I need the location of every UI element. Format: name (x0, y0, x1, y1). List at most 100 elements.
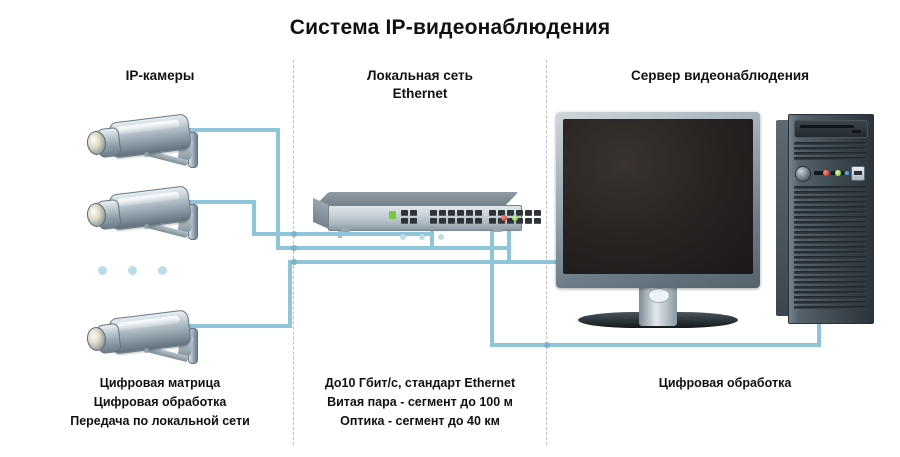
switch-port-bank-3 (489, 210, 541, 224)
caption-network: До10 Гбит/с, стандарт Ethernet Витая пар… (292, 374, 548, 431)
vent-slat (794, 152, 866, 155)
optical-drive-icon[interactable] (794, 120, 868, 138)
cable-junction-3 (291, 259, 297, 265)
power-button-icon[interactable] (795, 166, 811, 182)
cable-camera1-horizontal (176, 128, 280, 132)
usb-port-icon[interactable] (851, 166, 865, 181)
vent-slat (794, 236, 866, 239)
caption-network-line3: Оптика - сегмент до 40 км (340, 414, 500, 428)
cable-camera2-horizontal (176, 200, 256, 204)
vent-slat (794, 221, 866, 224)
switch-foot-left (341, 228, 350, 232)
ip-camera-2[interactable] (84, 184, 209, 256)
camera-pivot (144, 348, 149, 353)
switch-port[interactable] (439, 218, 446, 224)
switch-port[interactable] (498, 218, 505, 224)
vent-slat (794, 142, 866, 145)
switch-port[interactable] (475, 218, 482, 224)
caption-cameras-line3: Передача по локальной сети (70, 414, 250, 428)
switch-port[interactable] (448, 210, 455, 216)
switch-port[interactable] (516, 210, 523, 216)
cable-switch-port-a (338, 228, 342, 238)
cable-switch-to-server-down (490, 228, 494, 347)
switch-front-panel (328, 205, 541, 231)
column-heading-network: Локальная сеть Ethernet (300, 67, 540, 103)
switch-port-group (489, 210, 541, 224)
switch-port[interactable] (475, 210, 482, 216)
ethernet-switch[interactable] (313, 192, 541, 234)
ellipsis-dot-3 (158, 266, 167, 275)
switch-port[interactable] (430, 210, 437, 216)
cable-server-uplink (817, 318, 821, 346)
switch-port[interactable] (466, 210, 473, 216)
server-monitor[interactable] (556, 112, 760, 328)
cable-junction-1 (291, 231, 297, 237)
switch-port-group (430, 210, 482, 224)
switch-port[interactable] (401, 218, 408, 224)
switch-led-green (512, 215, 518, 221)
optical-drive-eject-button[interactable] (852, 130, 861, 133)
cable-junction-4 (544, 342, 550, 348)
vent-slat (794, 216, 866, 219)
tower-vents-upper (794, 142, 866, 160)
switch-ellipsis-dot-2 (419, 234, 425, 240)
ip-camera-3[interactable] (84, 308, 209, 380)
switch-port[interactable] (430, 218, 437, 224)
switch-port[interactable] (439, 210, 446, 216)
vent-slat (794, 271, 866, 274)
camera-ellipsis (98, 266, 188, 278)
switch-port[interactable] (525, 218, 532, 224)
switch-port[interactable] (457, 218, 464, 224)
switch-port[interactable] (466, 218, 473, 224)
tower-led-red (823, 170, 829, 176)
vent-slat (794, 261, 866, 264)
switch-port-ellipsis (400, 234, 450, 244)
switch-port[interactable] (534, 210, 541, 216)
cable-camera1-to-switch (276, 246, 511, 250)
vent-slat (794, 196, 866, 199)
switch-status-badge (389, 211, 396, 219)
switch-port[interactable] (507, 210, 514, 216)
switch-port[interactable] (525, 210, 532, 216)
switch-port-column (448, 210, 455, 224)
switch-port-column (534, 210, 541, 224)
server-tower[interactable] (776, 114, 874, 324)
switch-port-column (401, 210, 408, 224)
tower-vents-lower (794, 186, 866, 309)
switch-port-column (466, 210, 473, 224)
vent-slat (794, 211, 866, 214)
switch-port[interactable] (448, 218, 455, 224)
camera-pivot (144, 224, 149, 229)
ellipsis-dot-1 (98, 266, 107, 275)
switch-port-column (475, 210, 482, 224)
switch-port[interactable] (498, 210, 505, 216)
vent-slat (794, 226, 866, 229)
vent-slat (794, 206, 866, 209)
vent-slat (794, 246, 866, 249)
switch-port-bank-1 (401, 210, 417, 224)
switch-port[interactable] (410, 218, 417, 224)
vent-slat (794, 186, 866, 189)
switch-port-column (410, 210, 417, 224)
switch-port[interactable] (457, 210, 464, 216)
switch-port[interactable] (489, 218, 496, 224)
monitor-screen (563, 119, 753, 274)
cable-switch-port-b (430, 228, 434, 248)
switch-ellipsis-dot-3 (438, 234, 444, 240)
switch-port-column (457, 210, 464, 224)
caption-server: Цифровая обработка (600, 374, 850, 393)
column-heading-server: Сервер видеонаблюдения (630, 68, 810, 83)
switch-port[interactable] (507, 218, 514, 224)
switch-port-column (489, 210, 496, 224)
ip-camera-1[interactable] (84, 112, 209, 184)
cable-camera2-to-switch (252, 232, 434, 236)
switch-port[interactable] (516, 218, 523, 224)
cable-camera3-vertical (288, 260, 292, 328)
switch-port[interactable] (410, 210, 417, 216)
camera-pivot (144, 152, 149, 157)
switch-port[interactable] (534, 218, 541, 224)
switch-ellipsis-dot-1 (400, 234, 406, 240)
switch-port[interactable] (401, 210, 408, 216)
switch-port[interactable] (489, 210, 496, 216)
switch-port-column (525, 210, 532, 224)
